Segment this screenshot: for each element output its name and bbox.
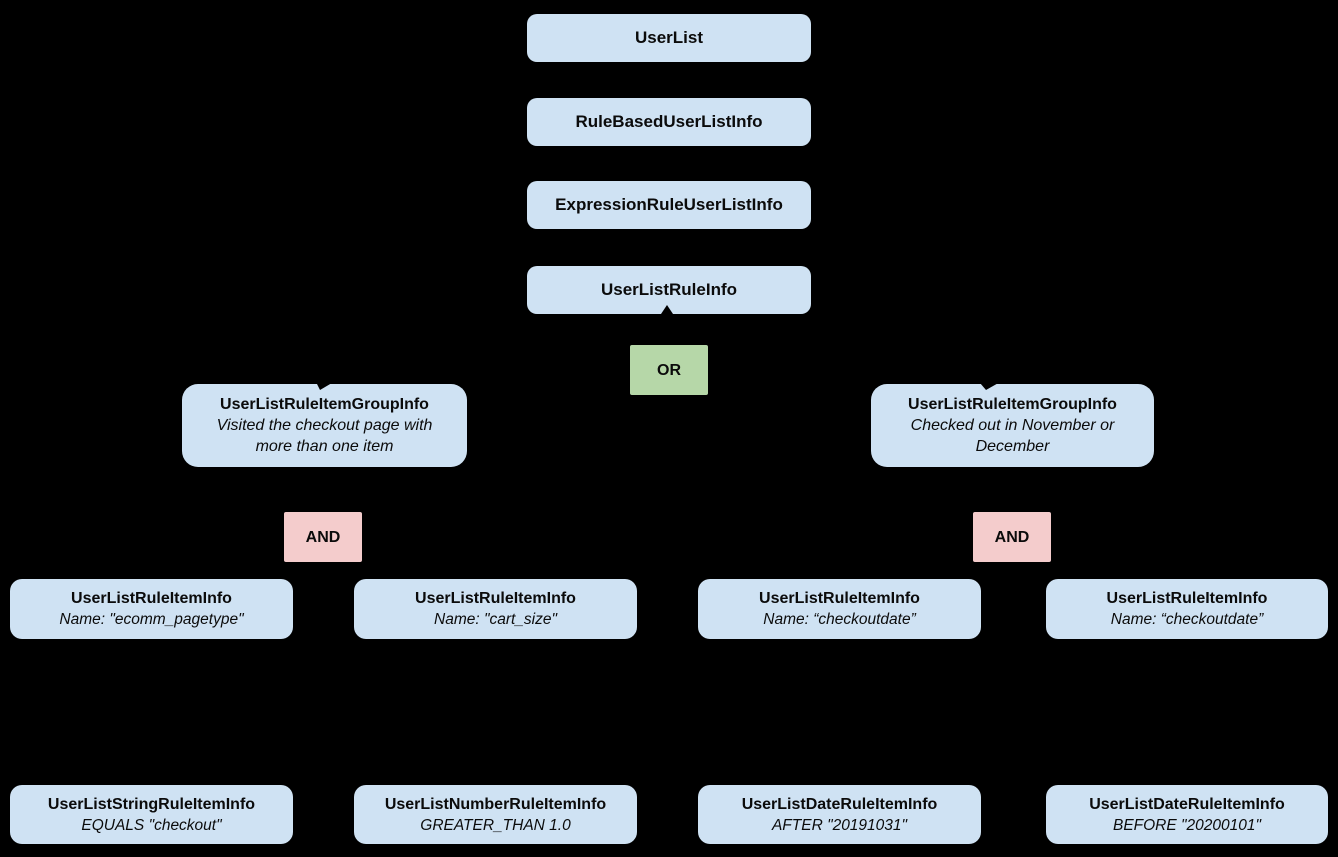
node-stringruleitem: UserListStringRuleItemInfo EQUALS "check… <box>10 785 293 844</box>
node-note: BEFORE "20200101" <box>1112 816 1261 834</box>
node-label: UserListDateRuleItemInfo <box>741 795 938 813</box>
node-label: UserListDateRuleItemInfo <box>1089 795 1285 813</box>
node-label: UserListRuleItemGroupInfo <box>908 396 1117 413</box>
connector-and-right-item4 <box>1011 561 1188 580</box>
node-userlist: UserList <box>527 14 811 62</box>
node-numberruleitem: UserListNumberRuleItemInfo GREATER_THAN … <box>354 785 637 844</box>
node-note: Name: “checkoutdate” <box>1110 611 1264 628</box>
arrowhead-userlistruleinfo <box>659 305 675 317</box>
node-label: UserListRuleItemInfo <box>71 590 232 607</box>
node-note: AFTER "20191031" <box>771 816 908 834</box>
connector-and-left-item2 <box>322 561 496 580</box>
arrowhead-group-left <box>316 368 354 390</box>
connector-or-group-left <box>335 341 631 379</box>
connector-or-group-right <box>707 341 999 380</box>
operator-label: AND <box>994 528 1030 546</box>
connector-and-left-item1 <box>150 561 324 580</box>
node-note: Name: "cart_size" <box>434 611 557 628</box>
node-group-right: UserListRuleItemGroupInfo Checked out in… <box>871 384 1154 467</box>
node-note: EQUALS "checkout" <box>81 816 222 834</box>
node-ruleitem-cart-size: UserListRuleItemInfo Name: "cart_size" <box>354 579 637 639</box>
node-label: UserListStringRuleItemInfo <box>47 795 256 813</box>
operator-and-left: AND <box>284 512 362 562</box>
operator-and-right: AND <box>973 512 1051 562</box>
operator-or: OR <box>630 345 708 395</box>
node-group-left: UserListRuleItemGroupInfo Visited the ch… <box>182 384 467 467</box>
node-note: Name: "ecomm_pagetype" <box>59 611 244 628</box>
node-label: UserListRuleItemInfo <box>759 590 920 607</box>
node-rulebaseduserlistinfo: RuleBasedUserListInfo <box>527 98 811 146</box>
node-ruleitem-checkoutdate-2: UserListRuleItemInfo Name: “checkoutdate… <box>1046 579 1328 639</box>
node-label: UserListRuleItemInfo <box>415 590 576 607</box>
node-expressionruleuserlistinfo: ExpressionRuleUserListInfo <box>527 181 811 229</box>
node-dateruleitem-before: UserListDateRuleItemInfo BEFORE "2020010… <box>1046 785 1328 844</box>
operator-label: AND <box>305 528 341 546</box>
node-ruleitem-checkoutdate-1: UserListRuleItemInfo Name: “checkoutdate… <box>698 579 981 639</box>
node-ruleitem-ecomm-pagetype: UserListRuleItemInfo Name: "ecomm_pagety… <box>10 579 293 639</box>
operator-label: OR <box>657 361 681 379</box>
arrowhead-group-right <box>980 369 1016 390</box>
connector-and-right-item3 <box>838 561 1013 580</box>
node-note: Visited the checkout page with more than… <box>216 417 433 455</box>
node-userlistruleinfo: UserListRuleInfo <box>527 266 811 314</box>
node-label: UserListRuleInfo <box>600 280 738 299</box>
node-note: Name: “checkoutdate” <box>763 611 916 628</box>
node-label: RuleBasedUserListInfo <box>575 112 763 131</box>
node-label: UserListRuleItemGroupInfo <box>220 396 429 413</box>
node-dateruleitem-after: UserListDateRuleItemInfo AFTER "20191031… <box>698 785 981 844</box>
node-label: UserList <box>634 28 704 47</box>
node-label: UserListRuleItemInfo <box>1106 590 1268 607</box>
node-label: ExpressionRuleUserListInfo <box>555 195 783 214</box>
node-note: GREATER_THAN 1.0 <box>420 816 571 834</box>
node-label: UserListNumberRuleItemInfo <box>384 795 607 813</box>
node-note: Checked out in November or December <box>910 417 1115 455</box>
